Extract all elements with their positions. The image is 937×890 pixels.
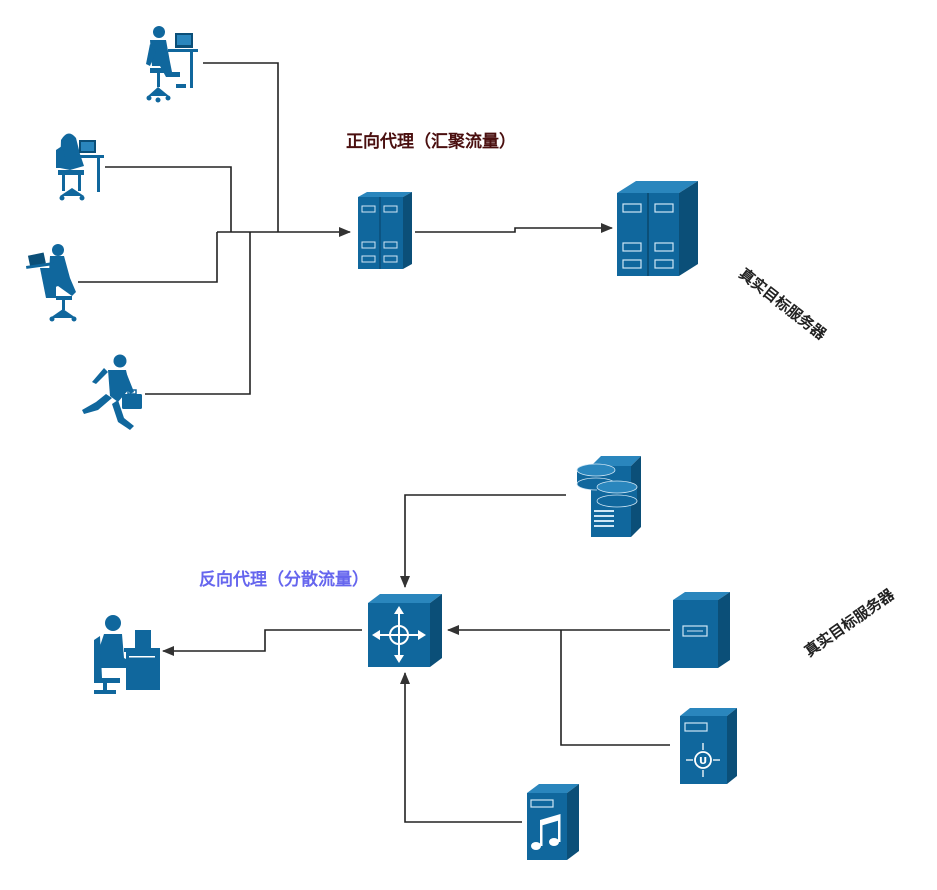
proxy-server-icon[interactable] — [358, 192, 412, 269]
router-switch-icon[interactable] — [368, 594, 442, 667]
media-server-icon[interactable] — [527, 784, 579, 860]
connector-router-to-client — [162, 629, 362, 656]
connector-user-laptop — [78, 232, 218, 283]
person-at-computer-icon[interactable] — [146, 26, 198, 103]
connector-user-running — [145, 232, 251, 395]
connector-media-to-router — [400, 672, 522, 823]
hooded-user-icon[interactable] — [56, 133, 104, 201]
reverse-proxy-title: 反向代理（分散流量） — [199, 570, 369, 590]
office-worker-icon[interactable] — [94, 615, 160, 694]
forward-proxy-title: 正向代理（汇聚流量） — [346, 132, 516, 152]
file-server-icon[interactable] — [673, 592, 730, 668]
laptop-user-icon[interactable] — [25, 244, 77, 322]
database-server-icon[interactable] — [576, 456, 641, 537]
connector-user-desk — [203, 62, 279, 232]
forward-connectors — [78, 62, 613, 395]
connector-ups-to-router — [560, 630, 670, 746]
reverse-connectors — [162, 494, 670, 823]
connector-proxy-to-target — [415, 223, 613, 233]
tower-server-icon[interactable] — [617, 181, 698, 276]
connector-database-to-router — [400, 494, 566, 588]
connector-user-hooded — [105, 166, 232, 232]
svg-text:U: U — [699, 756, 707, 767]
ups-server-icon[interactable]: U — [680, 708, 737, 784]
running-businessman-icon[interactable] — [82, 354, 142, 431]
